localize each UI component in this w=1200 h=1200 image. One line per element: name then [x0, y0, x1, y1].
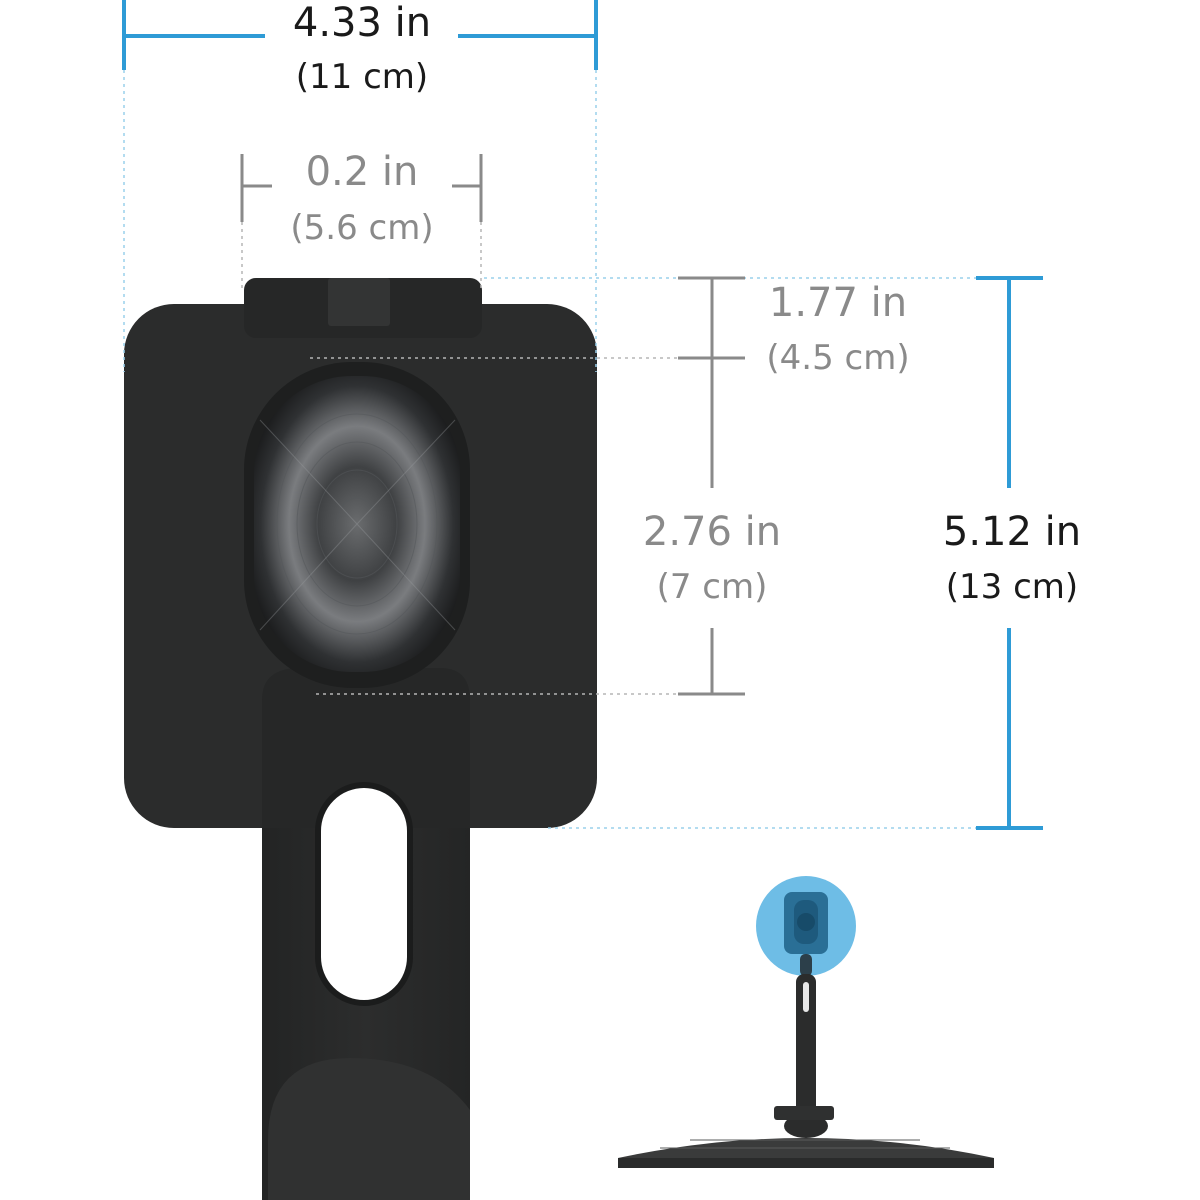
monitor-mount-thumbnail-icon: [618, 876, 994, 1168]
total-width-label: 4.33 in: [292, 0, 432, 46]
upper-offset-label: 1.77 in: [768, 280, 908, 326]
puck-height-label: 2.76 in: [642, 509, 782, 555]
tab-width-metric-label: (5.6 cm): [290, 208, 434, 248]
total-height-metric-label: (13 cm): [945, 567, 1079, 607]
upper-offset-metric-label: (4.5 cm): [766, 338, 910, 378]
puck-height-metric-label: (7 cm): [656, 567, 768, 607]
tab-width-label: 0.2 in: [305, 149, 419, 195]
total-width-metric-label: (11 cm): [295, 57, 429, 97]
total-height-label: 5.12 in: [942, 509, 1082, 555]
